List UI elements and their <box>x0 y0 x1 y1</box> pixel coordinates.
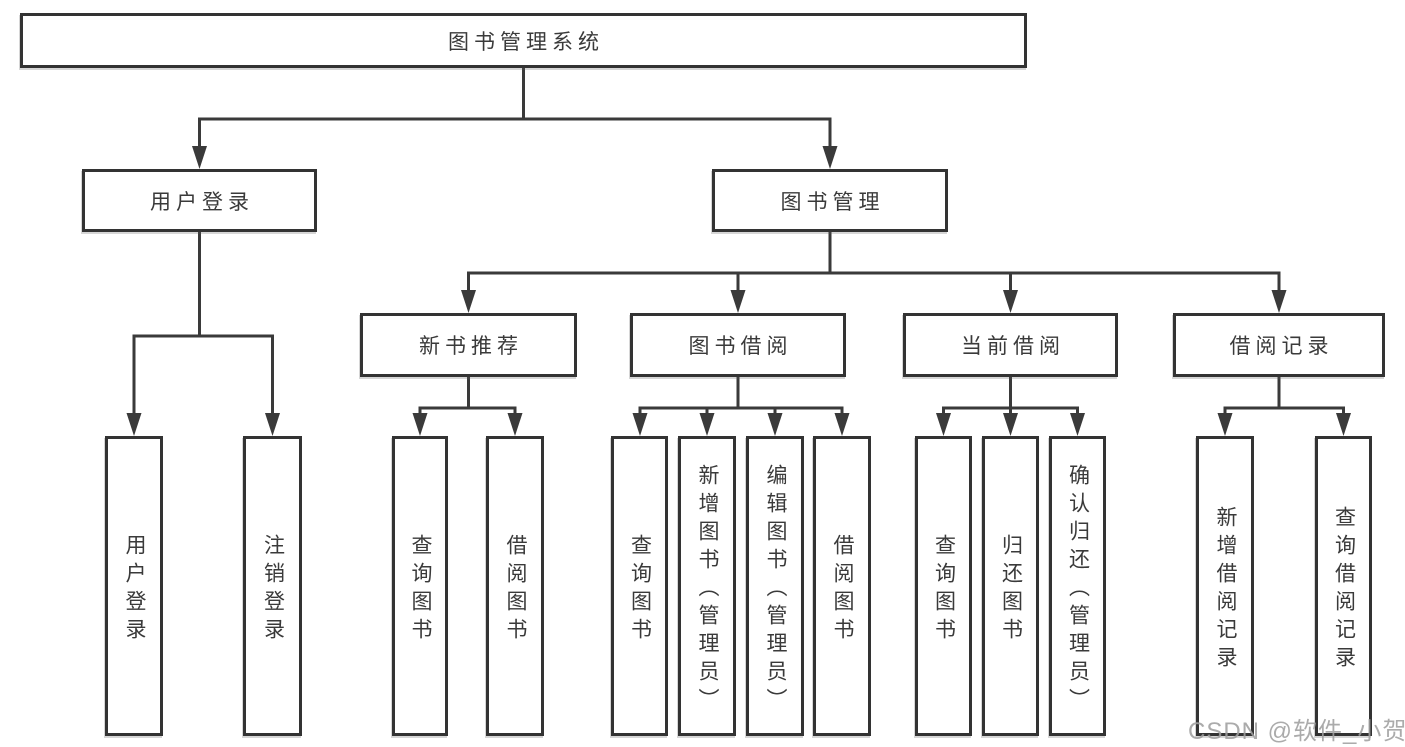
leaf-newrec-borrow-books: 借阅图书 <box>486 436 544 736</box>
leaf-confirm-return-admin: 确认归还（管理员） <box>1049 436 1106 736</box>
node-new-book-recommend: 新书推荐 <box>360 313 577 377</box>
leaf-current-query-books: 查询图书 <box>915 436 972 736</box>
leaf-user-login: 用户登录 <box>105 436 163 736</box>
node-borrow-record: 借阅记录 <box>1173 313 1385 377</box>
leaf-borrow-books-label: 借阅图书 <box>831 533 854 646</box>
leaf-borrow-books: 借阅图书 <box>813 436 871 736</box>
leaf-query-borrow-record: 查询借阅记录 <box>1315 436 1372 736</box>
leaf-current-query-books-label: 查询图书 <box>932 533 956 646</box>
node-current-borrow-label: 当前借阅 <box>961 335 1065 358</box>
leaf-query-borrow-record-label: 查询借阅记录 <box>1332 505 1356 674</box>
leaf-newrec-query-books-label: 查询图书 <box>409 533 432 646</box>
node-user-login: 用户登录 <box>82 169 317 232</box>
node-new-book-recommend-label: 新书推荐 <box>419 335 523 358</box>
node-book-borrow: 图书借阅 <box>630 313 846 377</box>
node-user-login-label: 用户登录 <box>150 190 254 214</box>
leaf-borrow-query-books: 查询图书 <box>611 436 668 736</box>
watermark: CSDN @软件_小贺同学 <box>1188 718 1405 745</box>
leaf-logout: 注销登录 <box>243 436 302 736</box>
leaf-add-books-admin: 新增图书（管理员） <box>678 436 736 736</box>
leaf-newrec-query-books: 查询图书 <box>392 436 448 736</box>
node-book-management: 图书管理 <box>712 169 948 232</box>
node-root-system-label: 图书管理系统 <box>448 30 604 54</box>
leaf-newrec-borrow-books-label: 借阅图书 <box>504 533 527 646</box>
leaf-borrow-query-books-label: 查询图书 <box>628 533 652 646</box>
leaf-edit-books-admin-label: 编辑图书（管理员） <box>764 463 787 716</box>
leaf-logout-label: 注销登录 <box>261 533 285 646</box>
leaf-add-borrow-record-label: 新增借阅记录 <box>1214 505 1237 674</box>
leaf-return-books: 归还图书 <box>982 436 1039 736</box>
leaf-user-login-label: 用户登录 <box>123 533 146 646</box>
node-borrow-record-label: 借阅记录 <box>1229 335 1334 358</box>
node-root-system: 图书管理系统 <box>20 13 1027 68</box>
leaf-add-borrow-record: 新增借阅记录 <box>1196 436 1254 736</box>
node-current-borrow: 当前借阅 <box>903 313 1118 377</box>
node-book-borrow-label: 图书借阅 <box>688 335 793 358</box>
leaf-edit-books-admin: 编辑图书（管理员） <box>746 436 804 736</box>
node-book-management-label: 图书管理 <box>780 190 885 214</box>
leaf-return-books-label: 归还图书 <box>999 533 1023 646</box>
leaf-confirm-return-admin-label: 确认归还（管理员） <box>1066 463 1090 716</box>
leaf-add-books-admin-label: 新增图书（管理员） <box>696 463 719 716</box>
